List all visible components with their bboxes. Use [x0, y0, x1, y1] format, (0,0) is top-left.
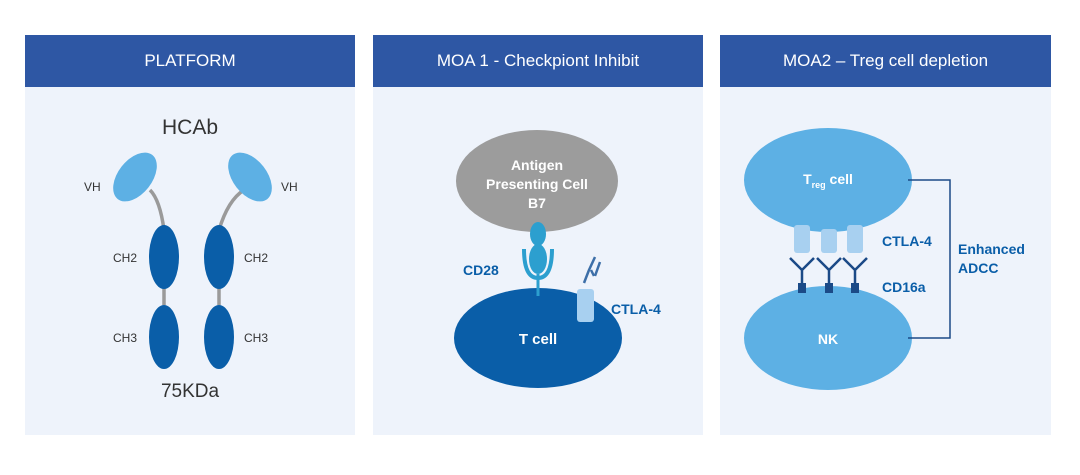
mass-label: 75KDa — [161, 381, 220, 402]
moa1-title: MOA 1 - Checkpiont Inhibit — [436, 51, 640, 70]
platform-header: PLATFORM — [25, 35, 355, 87]
treg-label: Treg cell — [803, 171, 853, 190]
hcab-label: HCAb — [162, 116, 218, 139]
cd16a-receptor-2 — [825, 283, 833, 293]
vh-label-left: VH — [84, 180, 101, 194]
b7-ligand — [530, 222, 546, 246]
ch2-domain-left — [149, 225, 179, 289]
treg-label-sub: reg — [812, 180, 826, 190]
ctla4-receptor-1 — [794, 225, 810, 253]
cd16a-label: CD16a — [882, 279, 926, 295]
ctla4-receptor — [577, 289, 594, 322]
hinge-left — [148, 188, 166, 231]
cd28-label: CD28 — [463, 262, 499, 278]
apc-cell — [456, 130, 618, 232]
enhanced-adcc-bracket — [908, 179, 951, 339]
moa2-title: MOA2 – Treg cell depletion — [782, 51, 989, 70]
apc-line2: Presenting Cell — [486, 176, 588, 192]
apc-line1: Antigen — [511, 157, 563, 173]
enhanced-adcc-line1: Enhanced — [958, 241, 1025, 257]
platform-title: PLATFORM — [144, 51, 236, 70]
vh-domain-left — [113, 152, 157, 202]
ctla4-label-moa2: CTLA-4 — [882, 233, 932, 249]
cd28-receptor — [529, 244, 547, 274]
nk-label: NK — [818, 331, 838, 347]
treg-label-main: T — [803, 171, 812, 187]
apc-line3: B7 — [528, 195, 546, 211]
ctla4-label-moa1: CTLA-4 — [611, 301, 661, 317]
moa2-header: MOA2 – Treg cell depletion — [720, 35, 1051, 87]
hinge-right — [217, 188, 245, 231]
ch3-domain-left — [149, 305, 179, 369]
moa1-header: MOA 1 - Checkpiont Inhibit — [373, 35, 703, 87]
ch2-domain-right — [204, 225, 234, 289]
platform-panel: PLATFORM — [25, 35, 355, 435]
treg-cell — [744, 128, 912, 232]
ch3-domain-right — [204, 305, 234, 369]
ctla4-receptor-2 — [821, 229, 837, 253]
ch3-label-left: CH3 — [113, 331, 137, 345]
ctla4-receptor-3 — [847, 225, 863, 253]
cd16a-receptor-3 — [851, 283, 859, 293]
t-cell-label: T cell — [519, 331, 557, 348]
ch2-label-right: CH2 — [244, 251, 268, 265]
cd16a-receptor-1 — [798, 283, 806, 293]
vh-domain-right — [228, 152, 272, 202]
antibody-bridges — [789, 257, 868, 284]
vh-label-right: VH — [281, 180, 298, 194]
ch3-label-right: CH3 — [244, 331, 268, 345]
anti-ctla4-antibody — [582, 256, 602, 284]
enhanced-adcc-line2: ADCC — [958, 260, 998, 276]
ch2-label-left: CH2 — [113, 251, 137, 265]
treg-label-suffix: cell — [826, 171, 853, 187]
nk-cell — [744, 286, 912, 390]
